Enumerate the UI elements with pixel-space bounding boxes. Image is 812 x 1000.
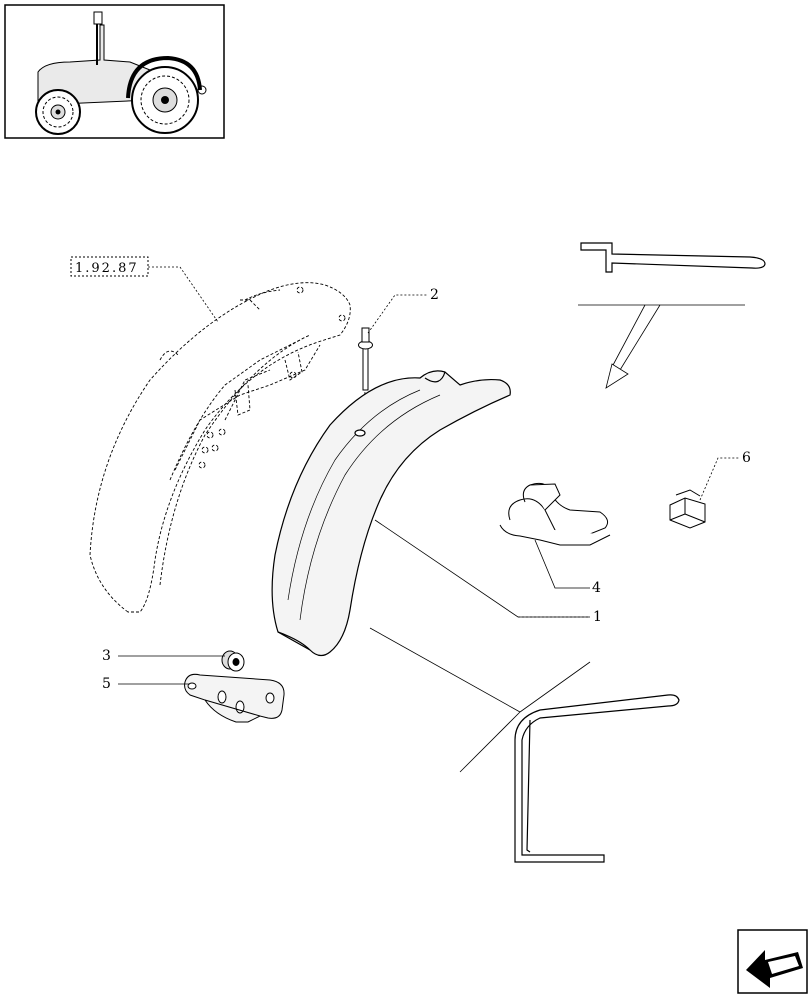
callout-2-leader <box>367 294 428 334</box>
callout-5: 5 <box>102 676 111 692</box>
callout-6-leader <box>699 457 740 501</box>
callout-3: 3 <box>102 648 111 664</box>
spacer-part[interactable] <box>221 650 245 672</box>
tractor-thumbnail-icon[interactable] <box>4 4 225 139</box>
reference-label-text: 1.92.87 <box>75 261 139 276</box>
back-arrow-icon[interactable] <box>737 929 808 994</box>
callout-1: 1 <box>593 609 602 625</box>
section-cut-lines <box>369 627 591 773</box>
bracket-part[interactable] <box>184 673 285 723</box>
callout-6: 6 <box>742 450 751 466</box>
callout-4: 4 <box>592 580 601 596</box>
reference-label[interactable]: 1.92.87 <box>70 256 149 277</box>
clip-part[interactable] <box>669 489 706 529</box>
reference-fender-outline <box>89 282 351 613</box>
section-arrow <box>578 304 745 389</box>
callout-4-leader <box>534 539 590 589</box>
section-profile-bottom <box>514 694 680 863</box>
mudguard-part[interactable] <box>271 370 511 657</box>
callout-2: 2 <box>430 287 439 303</box>
reference-leader-line <box>148 266 219 323</box>
spring-clip-part[interactable] <box>499 482 611 546</box>
section-profile-top <box>580 242 766 273</box>
